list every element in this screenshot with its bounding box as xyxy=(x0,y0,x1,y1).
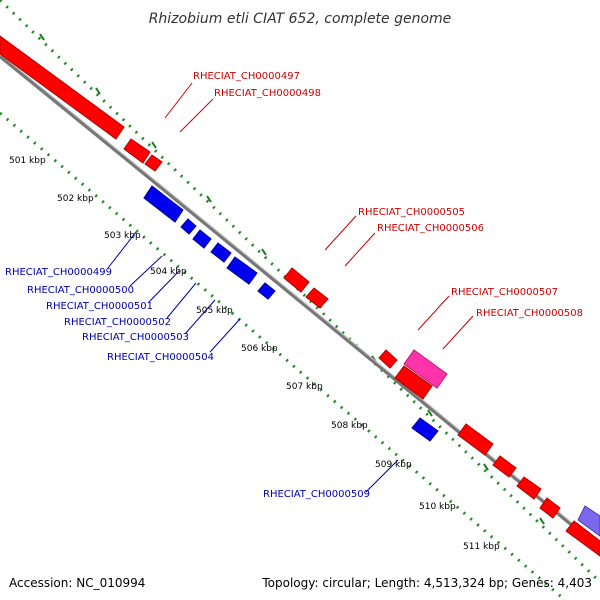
tick-label: 506 kbp xyxy=(241,344,278,354)
forward-gene-labels: RHECIAT_CH0000497 RHECIAT_CH0000498 RHEC… xyxy=(164,71,583,350)
gene-label[interactable]: RHECIAT_CH0000497 xyxy=(193,71,300,82)
gene-forward-b[interactable] xyxy=(457,423,494,456)
topology-text: Topology: circular; Length: 4,513,324 bp… xyxy=(261,576,592,590)
gene-label[interactable]: RHECIAT_CH0000501 xyxy=(46,301,153,312)
gene-forward-f[interactable] xyxy=(565,520,600,557)
tick-label: 508 kbp xyxy=(331,421,368,431)
accession-text: Accession: NC_010994 xyxy=(9,576,145,590)
gene-label[interactable]: RHECIAT_CH0000505 xyxy=(358,207,465,218)
gene-RHECIAT_CH0000499[interactable] xyxy=(143,185,184,223)
gene-label[interactable]: RHECIAT_CH0000500 xyxy=(27,285,134,296)
tick-label: 511 kbp xyxy=(463,542,500,552)
gene-forward-e[interactable] xyxy=(539,497,561,519)
gene-forward-d[interactable] xyxy=(516,476,542,500)
gene-RHECIAT_CH0000500[interactable] xyxy=(180,218,197,235)
inner-tick-track xyxy=(0,111,566,600)
map-title: Rhizobium etli CIAT 652, complete genome xyxy=(149,11,452,27)
gene-label[interactable]: RHECIAT_CH0000509 xyxy=(263,489,370,500)
gene-forward-c[interactable] xyxy=(492,455,517,478)
reverse-genes xyxy=(143,185,439,442)
genome-backbone-highlight xyxy=(0,53,600,547)
gene-label[interactable]: RHECIAT_CH0000502 xyxy=(64,317,171,328)
gene-label[interactable]: RHECIAT_CH0000507 xyxy=(451,287,558,298)
gene-label[interactable]: RHECIAT_CH0000499 xyxy=(5,267,112,278)
gene-label[interactable]: RHECIAT_CH0000504 xyxy=(107,352,214,363)
tick-label: 510 kbp xyxy=(419,502,456,512)
gene-other-purple[interactable] xyxy=(577,505,600,537)
gene-forward-a[interactable] xyxy=(378,349,398,369)
gene-RHECIAT_CH0000507[interactable] xyxy=(403,349,448,389)
gene-RHECIAT_CH0000506[interactable] xyxy=(305,287,329,309)
gene-label[interactable]: RHECIAT_CH0000498 xyxy=(214,88,321,99)
gene-RHECIAT_CH0000504[interactable] xyxy=(257,282,276,300)
tick-label: 503 kbp xyxy=(104,231,141,241)
gene-RHECIAT_CH0000502[interactable] xyxy=(210,242,232,263)
gene-RHECIAT_CH0000497[interactable] xyxy=(0,35,125,140)
gene-RHECIAT_CH0000508[interactable] xyxy=(394,365,433,400)
gene-RHECIAT_CH0000503[interactable] xyxy=(226,256,258,285)
reverse-gene-labels: RHECIAT_CH0000499 RHECIAT_CH0000500 RHEC… xyxy=(5,231,399,500)
gene-RHECIAT_CH0000501[interactable] xyxy=(192,229,212,249)
gene-RHECIAT_CH0000509[interactable] xyxy=(411,417,439,442)
tick-label: 505 kbp xyxy=(196,306,233,316)
tick-label: 504 kbp xyxy=(150,267,187,277)
gene-label[interactable]: RHECIAT_CH0000508 xyxy=(476,308,583,319)
genome-backbone xyxy=(0,54,600,550)
gene-RHECIAT_CH0000498b[interactable] xyxy=(144,154,163,172)
gene-RHECIAT_CH0000498[interactable] xyxy=(123,138,151,164)
forward-genes xyxy=(0,35,600,557)
tick-label: 501 kbp xyxy=(9,156,46,166)
gene-label[interactable]: RHECIAT_CH0000506 xyxy=(377,223,484,234)
tick-label: 502 kbp xyxy=(57,194,94,204)
tick-label: 507 kbp xyxy=(286,382,323,392)
gene-label[interactable]: RHECIAT_CH0000503 xyxy=(82,332,189,343)
gene-RHECIAT_CH0000505[interactable] xyxy=(283,267,310,293)
